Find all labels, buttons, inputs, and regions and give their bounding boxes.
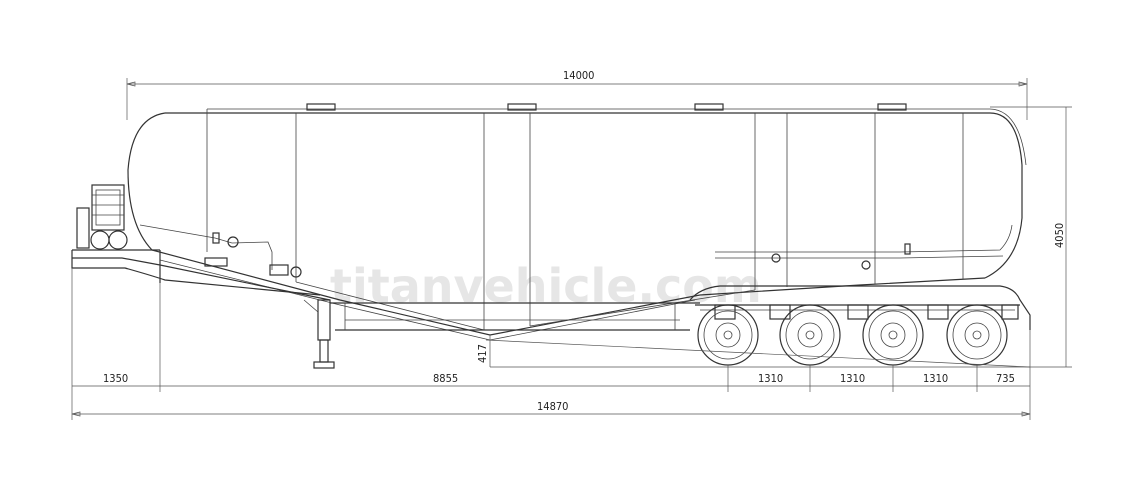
manhole-covers [306, 103, 907, 111]
valves [204, 232, 911, 278]
wheel-4 [946, 304, 1008, 366]
manhole-3 [694, 103, 724, 111]
dim-ground-clearance: 417 [476, 344, 489, 363]
chassis-frame [71, 249, 1031, 331]
dim-axle-spacing-3: 1310 [923, 372, 948, 385]
wheels [697, 304, 1008, 366]
tank-body [127, 108, 1027, 341]
dim-axle-spacing-1: 1310 [758, 372, 783, 385]
manhole-4 [877, 103, 907, 111]
manhole-2 [507, 103, 537, 111]
dim-height: 4050 [1053, 223, 1066, 248]
dimension-lines [71, 78, 1072, 420]
compressor-unit [76, 184, 128, 250]
wheel-3 [862, 304, 924, 366]
dim-tank-length: 14000 [563, 69, 594, 82]
dim-axle-spacing-2: 1310 [840, 372, 865, 385]
wheel-1 [697, 304, 759, 366]
watermark: titanvehicle.com [330, 259, 762, 313]
dim-kingpin-offset: 1350 [103, 372, 128, 385]
dim-kingpin-to-axle: 8855 [433, 372, 458, 385]
landing-gear [303, 299, 335, 369]
suspension [695, 304, 1020, 320]
manhole-1 [306, 103, 336, 111]
dim-overall-length: 14870 [537, 400, 568, 413]
dim-rear-overhang: 735 [996, 372, 1015, 385]
